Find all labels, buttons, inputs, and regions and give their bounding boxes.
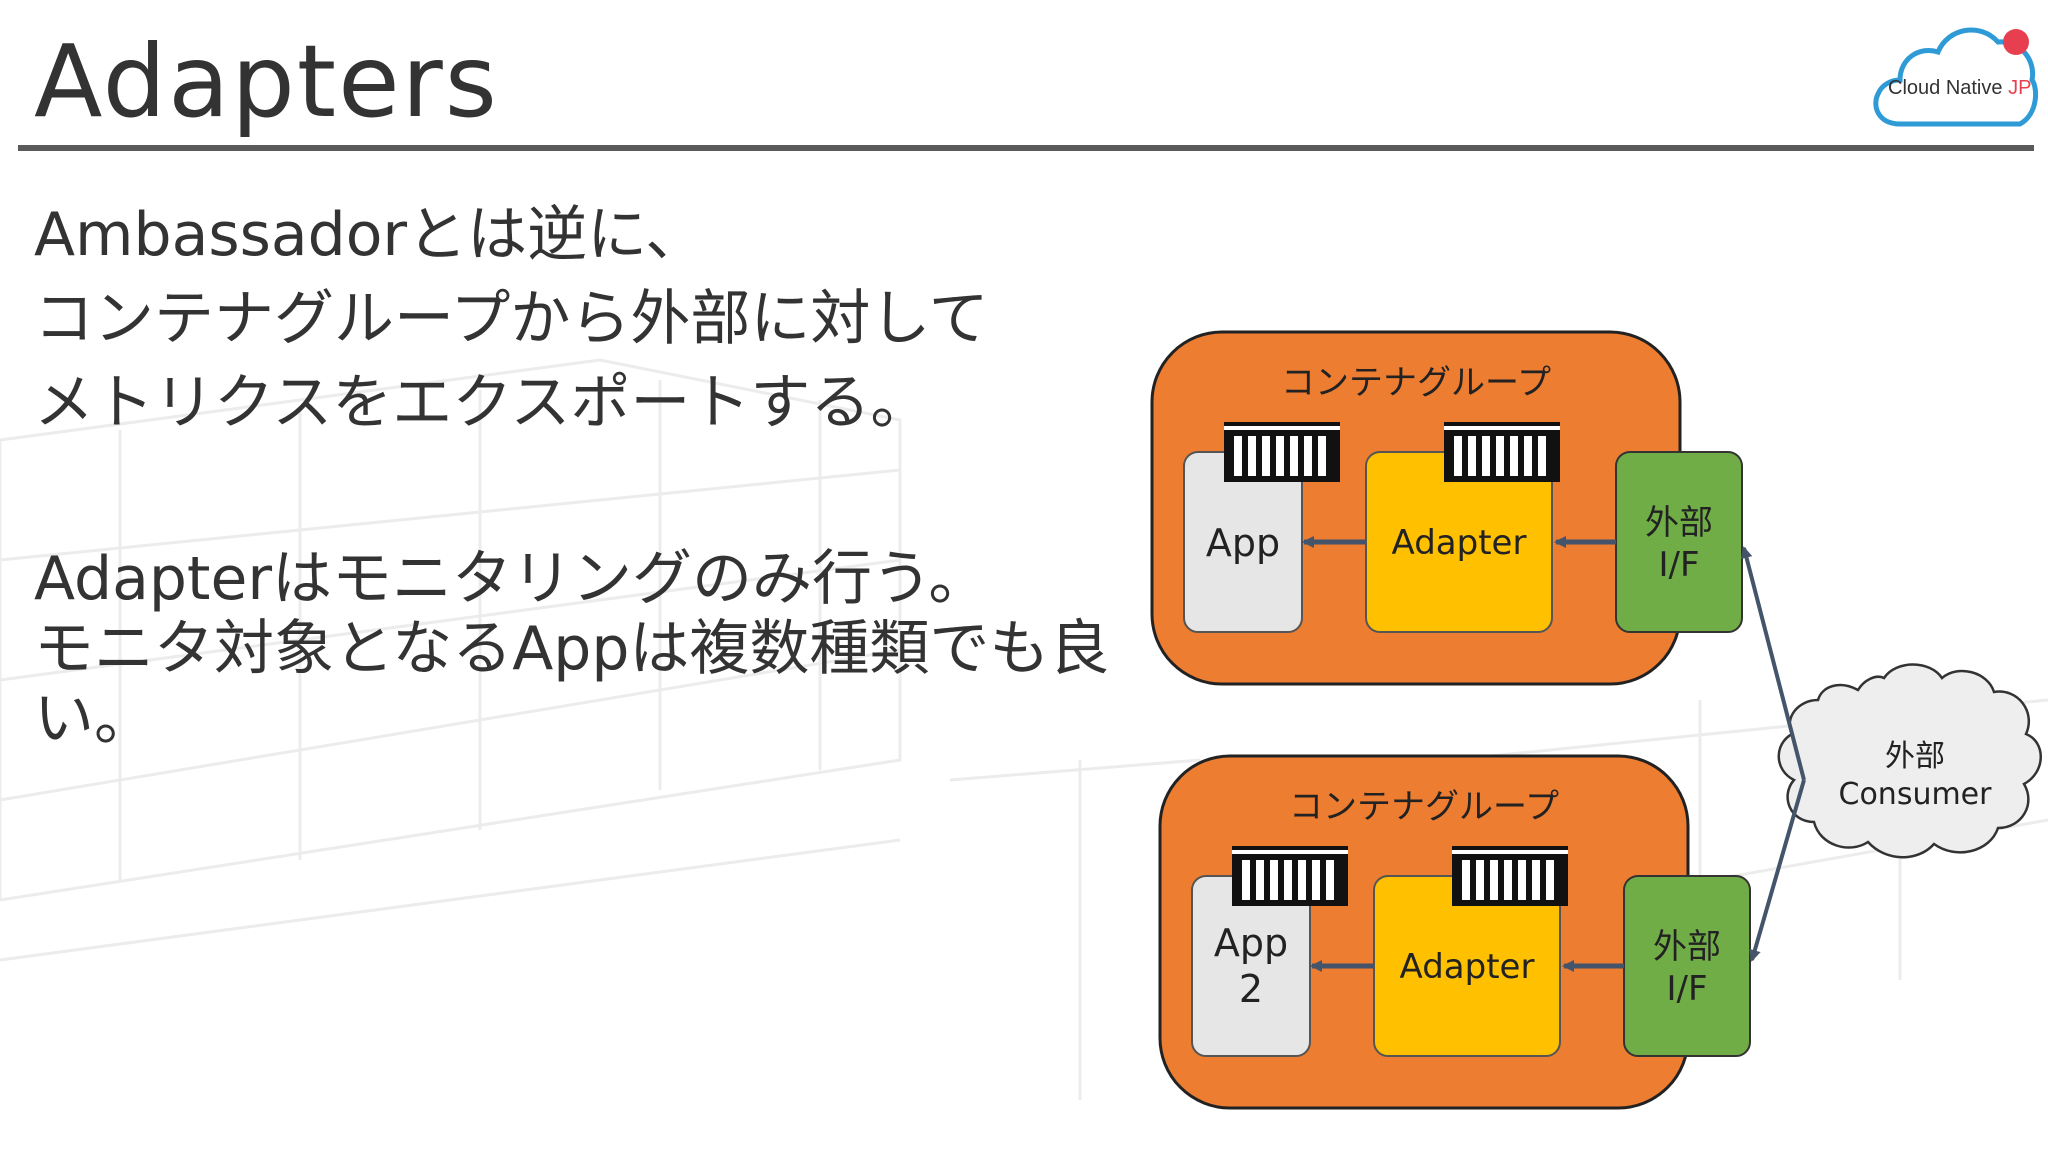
group-2-app-line2: 2	[1239, 967, 1263, 1011]
arrow-consumer-to-iface-1	[1740, 546, 1806, 781]
paragraph1-line1: Ambassadorとは逆に、	[34, 200, 706, 270]
group-1-iface-line2: I/F	[1658, 545, 1699, 585]
group-2-label: コンテナグループ	[1289, 787, 1559, 827]
group-2-iface-line1: 外部	[1653, 927, 1721, 967]
group-1-app-container-icon	[1224, 422, 1340, 482]
slide-title: Adapters	[34, 23, 499, 140]
title-divider	[18, 145, 2034, 151]
group-1-app-label: App	[1206, 521, 1280, 565]
group-1-label: コンテナグループ	[1281, 363, 1551, 403]
paragraph1-line2: コンテナグループから外部に対して	[34, 284, 989, 354]
svg-text:Cloud Native JP: Cloud Native JP	[1888, 77, 2031, 99]
group-1-adapter-label: Adapter	[1392, 523, 1527, 563]
external-consumer-cloud: 外部 Consumer	[1777, 663, 2042, 859]
group-2-app-line1: App	[1214, 921, 1288, 965]
group-1-iface-line1: 外部	[1645, 503, 1713, 543]
group-1-adapter-container-icon	[1444, 422, 1560, 482]
paragraph2-line1: Adapterはモニタリングのみ行う。	[34, 544, 989, 614]
group-2-iface-line2: I/F	[1666, 969, 1707, 1009]
group-2-adapter-container-icon	[1452, 846, 1568, 906]
cloud-native-jp-logo: Cloud Native JP	[1873, 27, 2039, 127]
container-group-1: コンテナグループ App Adapter 外部 I/F	[1150, 330, 1743, 686]
container-group-2: コンテナグループ App 2 Adapter 外部 I/F	[1158, 754, 1751, 1110]
paragraph2-line2: モニタ対象となるAppは複数種類でも良	[34, 614, 1110, 684]
arrow-consumer-to-iface-2	[1749, 779, 1806, 962]
group-2-app-container-icon	[1232, 846, 1348, 906]
paragraph2-line3: い。	[34, 684, 154, 754]
group-2-adapter-label: Adapter	[1400, 947, 1535, 987]
consumer-line1: 外部	[1885, 739, 1945, 774]
consumer-line2: Consumer	[1839, 777, 1993, 812]
paragraph1-line3: メトリクスをエクスポートする。	[34, 368, 931, 438]
